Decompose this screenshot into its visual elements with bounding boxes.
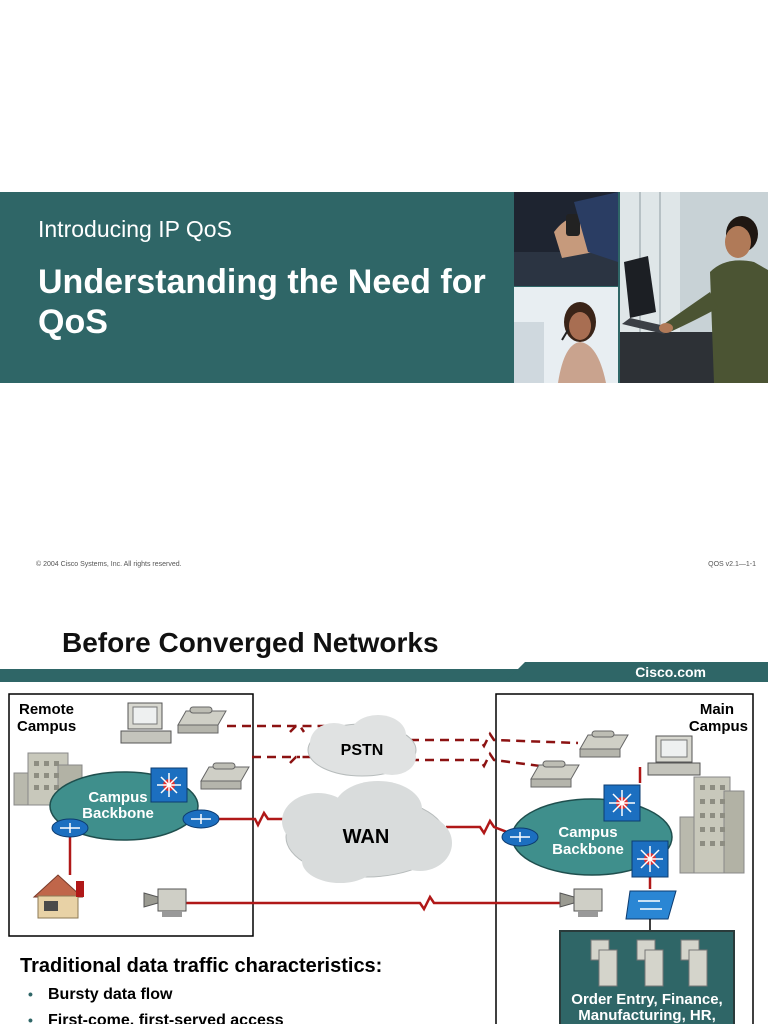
title-slide: Introducing IP QoS Understanding the Nee… bbox=[0, 192, 768, 568]
banner-photos bbox=[514, 192, 768, 383]
slide-number: QOS v2.1—1-1 bbox=[708, 561, 756, 568]
multilayer-switch-icon bbox=[603, 784, 641, 822]
svg-text:Campus: Campus bbox=[88, 789, 147, 806]
video-camera-icon bbox=[559, 888, 603, 917]
header-bar bbox=[0, 662, 768, 682]
content-slide: Before Converged Networks Cisco.com bbox=[0, 585, 768, 1024]
home-office-icon bbox=[32, 874, 84, 919]
router-icon bbox=[51, 818, 89, 838]
router-icon bbox=[501, 827, 539, 847]
main-computer-icon bbox=[647, 735, 701, 776]
bullet-item: First-come, first-served access bbox=[28, 1012, 284, 1024]
slide-title: Before Converged Networks bbox=[62, 627, 439, 658]
remote-phone-icon bbox=[177, 706, 227, 734]
main-building-icon bbox=[679, 776, 745, 874]
bullet-list: Bursty data flow First-come, first-serve… bbox=[28, 986, 284, 1024]
server-icons bbox=[590, 939, 708, 987]
main-phone-icon bbox=[530, 760, 580, 788]
multilayer-switch-icon bbox=[150, 767, 188, 803]
svg-text:Backbone: Backbone bbox=[552, 841, 624, 858]
wan-cloud: WAN bbox=[282, 781, 452, 883]
bullets-heading: Traditional data traffic characteristics… bbox=[20, 955, 383, 977]
remote-campus-frame bbox=[8, 693, 254, 937]
wan-label: WAN bbox=[343, 826, 390, 848]
slide-title: Understanding the Need for QoS bbox=[38, 263, 486, 341]
bullet-item: Bursty data flow bbox=[28, 986, 284, 1012]
pstn-label: PSTN bbox=[341, 742, 384, 759]
router-icon bbox=[182, 809, 220, 829]
server-farm bbox=[559, 930, 735, 1024]
main-phone-icon bbox=[579, 730, 629, 758]
pstn-cloud: PSTN bbox=[307, 715, 417, 777]
svg-text:Campus: Campus bbox=[558, 824, 617, 841]
cisco-site-link[interactable]: Cisco.com bbox=[635, 664, 706, 680]
server-farm-label: Order Entry, Finance, Manufacturing, HR, bbox=[571, 991, 723, 1024]
multilayer-switch-icon bbox=[631, 840, 669, 878]
voice-links bbox=[227, 724, 579, 769]
workgroup-switch-icon bbox=[625, 890, 677, 920]
copyright-notice: © 2004 Cisco Systems, Inc. All rights re… bbox=[36, 561, 182, 568]
svg-text:Backbone: Backbone bbox=[82, 805, 154, 822]
section-title: Introducing IP QoS bbox=[38, 216, 232, 242]
remote-computer-icon bbox=[120, 702, 172, 744]
remote-phone-icon bbox=[200, 762, 250, 790]
video-camera-icon bbox=[143, 888, 187, 917]
main-campus-frame bbox=[495, 693, 754, 1024]
